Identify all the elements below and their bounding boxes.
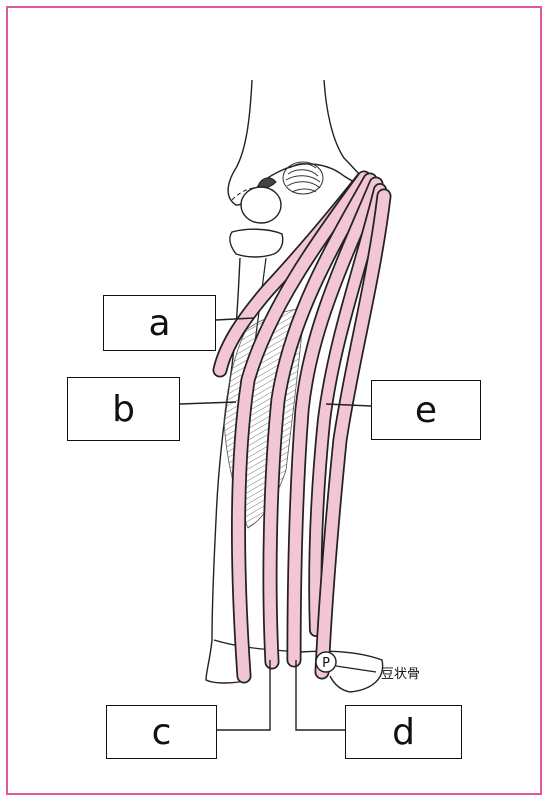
label-box-a: a	[103, 295, 216, 351]
label-box-c: c	[106, 705, 217, 759]
radius-outline	[230, 229, 283, 257]
label-c: c	[152, 712, 172, 753]
pisiform-label: 豆状骨	[381, 663, 420, 682]
label-d: d	[392, 712, 415, 753]
label-box-d: d	[345, 705, 462, 759]
label-box-b: b	[67, 377, 180, 441]
pisiform-marker-letter: P	[322, 656, 330, 671]
medial-epicondyle	[283, 162, 323, 194]
label-a: a	[148, 303, 170, 344]
radial-head	[241, 187, 281, 223]
label-e: e	[415, 390, 437, 431]
label-b: b	[112, 389, 135, 430]
label-box-e: e	[371, 380, 481, 440]
capitulum	[258, 178, 276, 188]
